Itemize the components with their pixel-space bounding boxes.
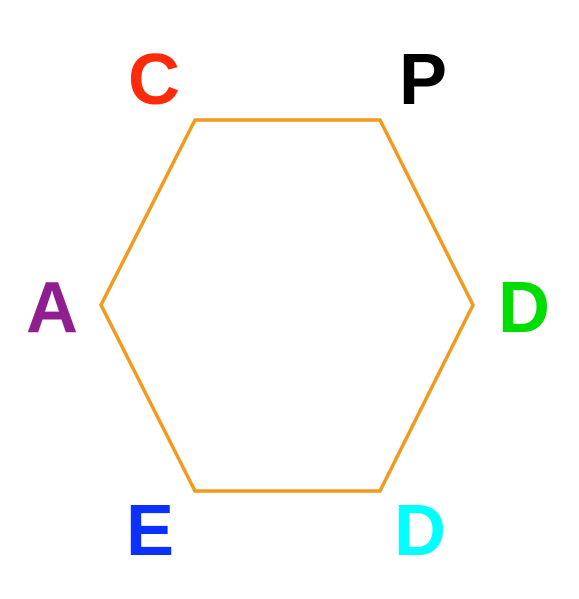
vertex-label-c: C	[128, 40, 180, 120]
vertex-label-e: E	[126, 491, 174, 571]
vertex-label-d-right: D	[498, 268, 550, 348]
hexagon	[99, 118, 475, 493]
vertex-label-d-bottom-right: D	[394, 491, 446, 571]
vertex-label-p: P	[399, 40, 447, 120]
vertex-label-a: A	[26, 268, 78, 348]
